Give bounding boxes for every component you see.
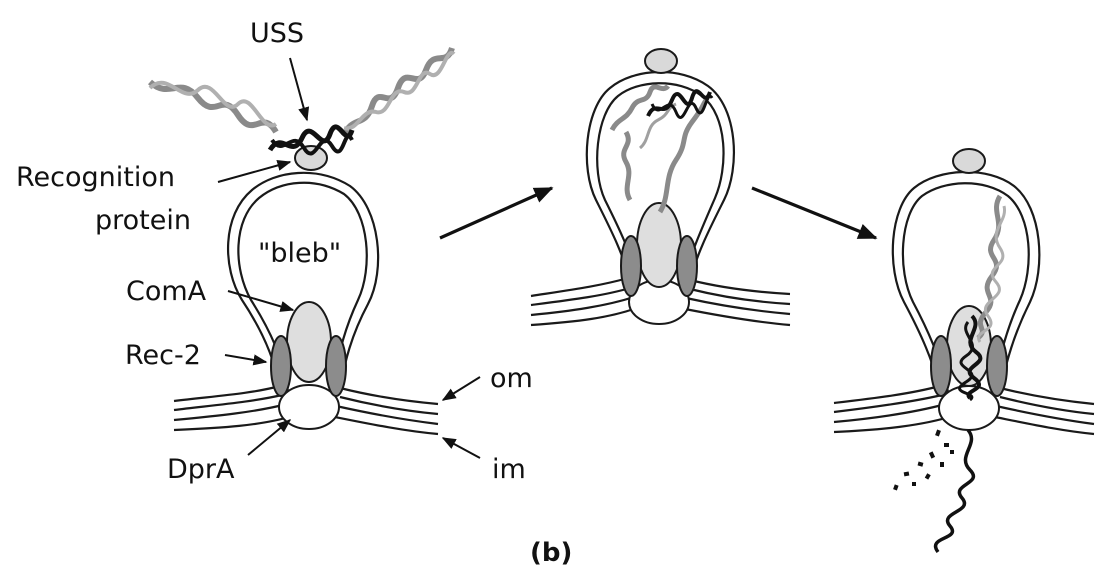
im-arrow: [443, 438, 480, 458]
rec2-protein-left-3: [931, 336, 951, 396]
rec2-protein-right-1: [326, 336, 346, 396]
dna-gray-entering-3: [978, 196, 1005, 342]
membrane-lines-right-2: [680, 280, 790, 325]
label-rec2: Rec-2: [125, 340, 201, 371]
panel-2-cell: [531, 49, 790, 325]
dna-gray-left-1: [150, 82, 276, 132]
rec2-protein-left-1: [271, 336, 291, 396]
recognition-arrow: [218, 162, 290, 182]
uss-arrow: [290, 58, 307, 120]
coma-protein-1: [287, 302, 331, 382]
dpra-arrow: [248, 420, 290, 455]
rec2-protein-right-3: [987, 336, 1007, 396]
dna-gray-right-1: [344, 48, 454, 136]
om-arrow: [443, 377, 480, 400]
label-recognition-protein-line1: Recognition: [16, 162, 175, 193]
label-coma: ComA: [126, 276, 207, 307]
degraded-nucleotides-3: [893, 429, 954, 490]
panel-3-cell: [834, 149, 1094, 552]
rec2-protein-right-2: [677, 236, 697, 296]
step-arrow-2: [752, 188, 876, 238]
label-bleb: "bleb": [258, 238, 341, 269]
membrane-lines-right-3: [990, 388, 1094, 434]
recognition-protein-knob-2: [645, 49, 677, 73]
ssdna-strand-3: [936, 430, 974, 552]
label-uss: USS: [250, 18, 304, 49]
label-om: om: [490, 363, 533, 394]
membrane-lines-right-1: [330, 388, 438, 434]
recognition-protein-knob-1: [295, 146, 327, 170]
label-recognition-protein-line2: protein: [95, 205, 191, 236]
rec2-protein-left-2: [621, 236, 641, 296]
recognition-protein-knob-3: [953, 149, 985, 173]
panel-label: (b): [530, 538, 572, 565]
coma-arrow: [228, 291, 293, 310]
step-arrow-1: [440, 188, 552, 238]
coma-protein-2: [637, 203, 681, 287]
rec2-arrow: [225, 355, 266, 362]
label-dpra: DprA: [167, 454, 235, 485]
label-im: im: [492, 454, 526, 485]
